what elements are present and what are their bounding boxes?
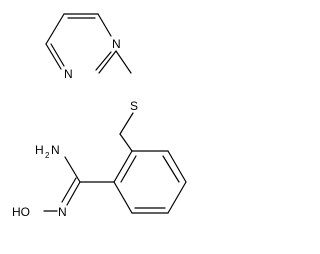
amine-h: H (35, 143, 44, 157)
benzene-ring (113, 150, 187, 214)
bond (45, 43, 62, 70)
amine-nitrogen: N (51, 143, 60, 157)
ring-nitrogen-upper: N (112, 37, 121, 51)
bond (162, 155, 180, 183)
ring-nitrogen-lower: N (64, 67, 73, 81)
bond (64, 156, 81, 183)
bond (119, 112, 134, 135)
bond (119, 133, 133, 152)
bond (95, 51, 112, 71)
bond (66, 181, 81, 206)
bond (61, 177, 77, 203)
bond (98, 50, 117, 74)
amidoxime-group: H 2 N HO N (12, 143, 115, 219)
bond (115, 50, 132, 74)
bond (50, 43, 65, 67)
bond (120, 155, 137, 183)
bond (167, 150, 187, 183)
amine-subscript: 2 (45, 151, 50, 160)
sulfur-atom: S (130, 99, 138, 113)
bond (45, 13, 65, 45)
bond (113, 150, 133, 183)
bond (113, 181, 133, 214)
bond (167, 181, 187, 214)
bond (97, 13, 112, 37)
thioether-linker: S (115, 50, 138, 152)
oxime-hydroxyl: HO (12, 205, 30, 219)
oxime-nitrogen: N (58, 205, 67, 219)
pyrimidine-ring: N N (45, 13, 121, 81)
molecule-structure: N N S H 2 N HO N (12, 13, 187, 219)
